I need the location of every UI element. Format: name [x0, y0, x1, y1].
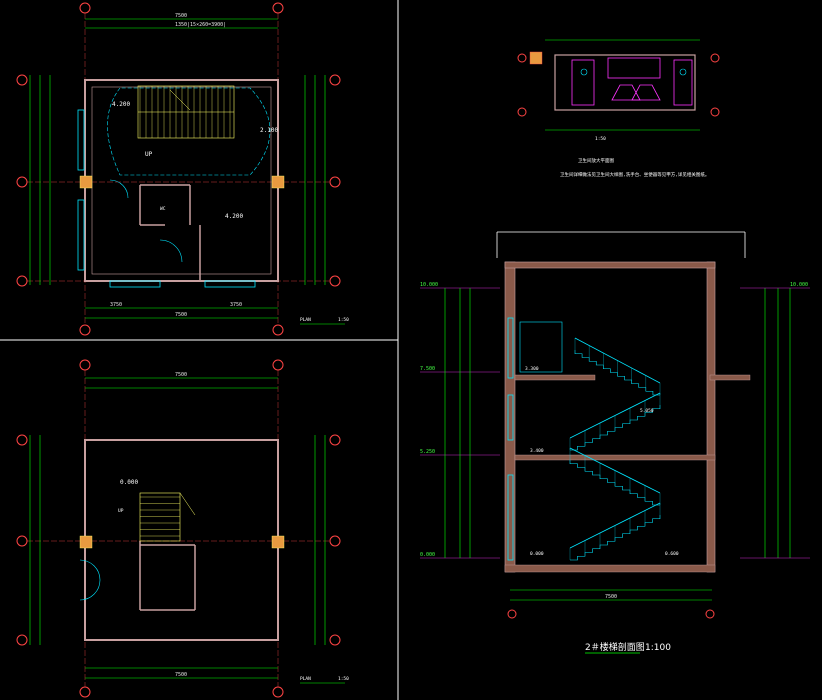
column [271, 535, 285, 549]
elev-label: 0.000 [120, 479, 138, 486]
section-scale: 1:100 [645, 643, 671, 653]
svg-text:3750: 3750 [110, 302, 122, 308]
toilet-fixture [580, 68, 588, 76]
section-label: 3.400 [530, 448, 544, 454]
axis-bubble [329, 275, 341, 287]
axis-bubble [329, 176, 341, 188]
stair-treads-ground [139, 492, 181, 542]
dim-text-bottom: 7500 [175, 312, 187, 318]
section-elev: 7.500 [420, 366, 435, 372]
window [77, 199, 85, 271]
toilet-plan-scale: 1:50 [595, 136, 606, 142]
section-label: 3.300 [525, 366, 539, 372]
elev-label: 2.100 [260, 127, 278, 134]
fixture [611, 84, 641, 101]
axis-bubble [16, 74, 28, 86]
toilet-note-line2: 卫生间详细做法见卫生间大样图,洗手台、坐便器等见甲方,详见相关图纸。 [560, 171, 709, 178]
column [79, 175, 93, 189]
toilet-wall-outline [554, 54, 696, 111]
section-label: 0.600 [665, 551, 679, 557]
axis-bubble [16, 176, 28, 188]
svg-text:PLAN: PLAN [300, 676, 311, 682]
axis-bubble [329, 74, 341, 86]
section-wall-right [706, 261, 716, 573]
plan-scale: 1:50 [338, 676, 349, 682]
top-floor-plan: 7500 1350|15×260=3900| 7500 3750 3750 [16, 2, 349, 336]
axis-bubble [272, 2, 284, 14]
column [529, 51, 543, 65]
toilet-note-line1: 卫生间放大平面图 [578, 157, 614, 164]
door-swing [159, 239, 183, 263]
window [204, 280, 256, 288]
window [109, 280, 161, 288]
dim-text-top: 7500 [175, 372, 187, 378]
section-label: 0.000 [530, 551, 544, 557]
room-label: UP [145, 151, 153, 158]
stair-treads-top [137, 85, 235, 139]
ground-floor-plan: 7500 7500 0.000 UP PLAN 1:50 [16, 359, 349, 698]
window [507, 317, 514, 379]
svg-text:PLAN: PLAN [300, 317, 311, 323]
roof-slab [504, 261, 716, 269]
section-dim-bottom: 7500 [605, 594, 617, 600]
axis-bubble [79, 324, 91, 336]
axis-bubble [79, 2, 91, 14]
plan-scale: 1:50 [338, 317, 349, 323]
room-label: UP [118, 508, 124, 514]
dim-text-top: 7500 [175, 13, 187, 19]
section-elev: 10.000 [420, 282, 438, 288]
door-swing [79, 559, 101, 581]
section-label: 5.050 [640, 408, 654, 414]
toilet-enlarged-plan: 1:50 卫生间放大平面图 卫生间详细做法见卫生间大样图,洗手台、坐便器等见甲方… [517, 39, 720, 178]
ground-slab [504, 564, 716, 573]
section-title: 2＃楼梯剖面图 [585, 641, 645, 653]
window [77, 109, 85, 171]
stair-landing-outline [107, 87, 271, 176]
svg-text:3750: 3750 [230, 302, 242, 308]
floor-slab [514, 454, 716, 461]
elev-label: 4.200 [112, 101, 130, 108]
svg-text:WC: WC [160, 206, 166, 212]
door-swing [109, 179, 129, 199]
svg-text:1350|15×260=3900|: 1350|15×260=3900| [175, 22, 226, 28]
axis-bubble [272, 324, 284, 336]
axis-bubble [16, 275, 28, 287]
elev-label: 4.200 [225, 213, 243, 220]
section-elev: 0.000 [420, 552, 435, 558]
stair-section: 10.000 7.500 5.250 0.000 10.000 3.300 5.… [420, 231, 810, 654]
section-elev-right: 10.000 [790, 282, 808, 288]
dim-text-bottom: 7500 [175, 672, 187, 678]
column [271, 175, 285, 189]
section-elev: 5.250 [420, 449, 435, 455]
section-wall-left [504, 261, 516, 573]
column [79, 535, 93, 549]
